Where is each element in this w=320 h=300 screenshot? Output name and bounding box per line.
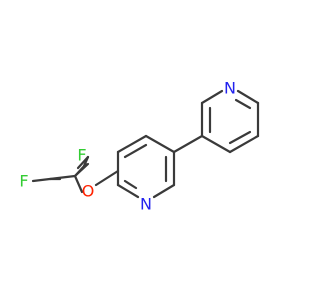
molecule-structure: F F O N N bbox=[19, 79, 260, 214]
ring2-bond-5 bbox=[228, 134, 260, 154]
atom-f-top: F bbox=[77, 146, 86, 165]
bond-o-ring bbox=[94, 169, 120, 187]
atom-n-ring1: N bbox=[140, 195, 152, 214]
bond-chf2-o bbox=[73, 174, 84, 194]
ring2-bond-3 bbox=[236, 89, 260, 105]
bonds bbox=[31, 89, 260, 199]
bond-biaryl bbox=[172, 134, 204, 154]
atom-labels: F F O N N bbox=[19, 79, 236, 214]
atom-n-ring2: N bbox=[224, 79, 236, 98]
atom-o: O bbox=[82, 182, 95, 201]
ring2-bond-2 bbox=[200, 89, 224, 105]
ring2-bond-6 bbox=[200, 134, 232, 154]
bond-chf2-up bbox=[73, 162, 88, 178]
ring1-bond-2b bbox=[123, 143, 148, 159]
bond-c-f1 bbox=[76, 155, 90, 170]
ring1-bond-2 bbox=[116, 134, 148, 154]
ring1-bond-5 bbox=[152, 183, 176, 199]
ring1-bond-6 bbox=[116, 183, 140, 199]
ring2-bond-5b bbox=[228, 130, 252, 145]
ring1-bond-6b bbox=[123, 179, 138, 190]
bond-chf2-f2 bbox=[31, 174, 77, 183]
ring1-bond-3 bbox=[144, 134, 176, 154]
atom-f-left: F bbox=[19, 172, 28, 191]
ring2-bond-3b bbox=[234, 98, 252, 110]
